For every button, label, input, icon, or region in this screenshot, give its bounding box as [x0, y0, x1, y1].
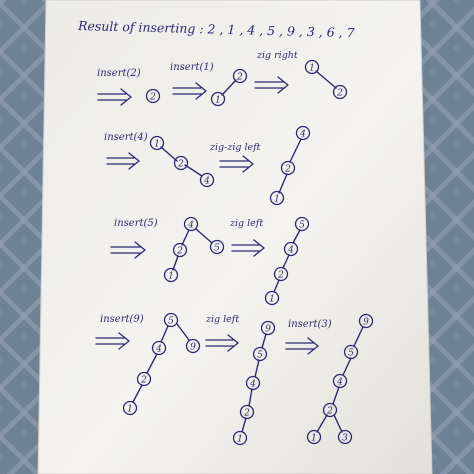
svg-text:1: 1	[168, 272, 174, 282]
svg-text:4: 4	[299, 130, 306, 140]
svg-text:5: 5	[299, 221, 305, 231]
svg-text:2: 2	[243, 409, 250, 419]
step-label-zig-left-2: zig left	[205, 314, 239, 325]
svg-text:2: 2	[149, 93, 156, 103]
step-label-zig-right: zig right	[256, 50, 298, 61]
svg-text:1: 1	[154, 140, 160, 150]
svg-text:4: 4	[287, 246, 294, 256]
tree-insert-3: 9 5 4 2 1 3	[306, 313, 374, 445]
svg-text:2: 2	[336, 89, 343, 99]
tree-insert-5: 4 2 5 1	[163, 216, 225, 283]
title-text: Result of inserting : 2 , 1 , 4 , 5 , 9 …	[77, 18, 355, 40]
svg-text:5: 5	[257, 351, 263, 361]
step-label-insert-4: insert(4)	[104, 132, 148, 143]
arrow-row2-b	[219, 155, 254, 173]
arrow-row4-a	[95, 332, 130, 350]
paper-sheet	[37, 0, 433, 474]
step-label-insert-9: insert(9)	[100, 314, 144, 325]
svg-text:5: 5	[168, 317, 174, 327]
step-label-insert-1: insert(1)	[170, 62, 214, 73]
step-label-insert-5: insert(5)	[114, 218, 158, 229]
tree-insert-1: 2 1	[210, 68, 248, 107]
step-label-zig-left-1: zig left	[229, 218, 263, 229]
svg-text:1: 1	[269, 295, 275, 305]
svg-text:2: 2	[326, 407, 333, 417]
arrow-row2-a	[106, 152, 140, 170]
svg-text:2: 2	[277, 271, 284, 281]
svg-text:2: 2	[176, 247, 183, 257]
svg-text:4: 4	[187, 221, 194, 231]
svg-text:1: 1	[311, 434, 317, 444]
svg-text:5: 5	[214, 244, 220, 254]
svg-text:4: 4	[249, 380, 256, 390]
tree-zig-right-result: 1 2	[304, 59, 348, 100]
svg-text:9: 9	[190, 343, 196, 353]
svg-text:3: 3	[342, 434, 348, 444]
tree-insert-4: 1 2 4	[149, 135, 215, 188]
arrow-row4-b	[205, 334, 239, 352]
arrow-row1-b	[172, 82, 207, 100]
arrow-row1-c	[254, 76, 289, 94]
tree-zig-left-result-2: 9 5 4 2 1	[232, 320, 276, 446]
svg-text:1: 1	[309, 64, 315, 74]
tree-zig-zig-left-result: 4 2 1	[269, 125, 311, 206]
step-label-insert-3: insert(3)	[288, 319, 332, 330]
svg-text:4: 4	[155, 345, 162, 355]
svg-text:2: 2	[140, 376, 147, 386]
arrow-row1-a	[97, 88, 132, 106]
svg-text:4: 4	[336, 378, 343, 388]
arrow-row3-b	[231, 239, 265, 257]
step-label-zig-zig-left: zig-zig left	[209, 142, 261, 153]
tree-insert-2: 2	[145, 88, 161, 104]
svg-text:5: 5	[348, 349, 354, 359]
svg-text:9: 9	[363, 318, 369, 328]
tree-insert-9: 5 4 9 2 1	[122, 312, 201, 416]
svg-text:1: 1	[127, 405, 133, 415]
svg-text:2: 2	[236, 73, 243, 83]
svg-text:1: 1	[237, 435, 243, 445]
arrow-row4-c	[285, 337, 319, 355]
svg-text:9: 9	[265, 325, 271, 335]
svg-text:1: 1	[274, 195, 280, 205]
step-label-insert-2: insert(2)	[97, 68, 141, 79]
svg-text:2: 2	[284, 165, 291, 175]
svg-text:1: 1	[215, 96, 221, 106]
tree-zig-left-result-1: 5 4 2 1	[264, 216, 310, 306]
arrow-row3-a	[110, 241, 146, 259]
svg-text:4: 4	[203, 177, 210, 187]
svg-text:2: 2	[177, 160, 184, 170]
